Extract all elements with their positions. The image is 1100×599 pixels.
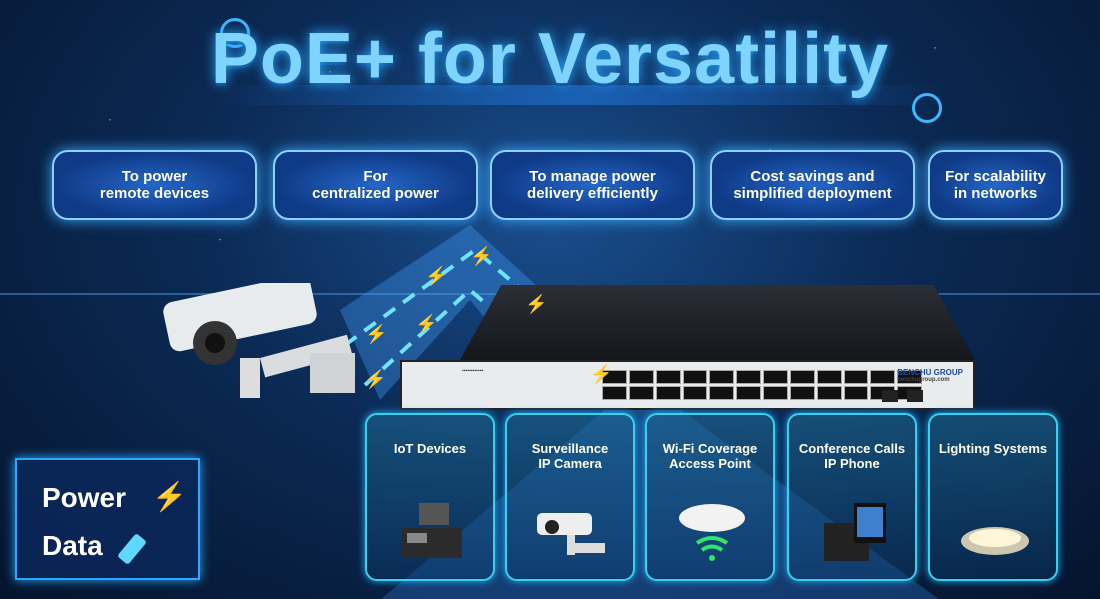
decor-ring <box>220 18 250 48</box>
benefit-line: in networks <box>953 185 1038 202</box>
application-card-iot: IoT Devices <box>365 413 495 581</box>
brand-website: benchugroup.com <box>897 377 950 383</box>
camera-icon <box>537 513 605 555</box>
benefit-line: To power <box>121 168 188 185</box>
surveillance-camera-image <box>163 283 355 398</box>
benefit-line: simplified deployment <box>733 185 892 202</box>
benefit-line: For <box>363 168 388 185</box>
benefit-line: To manage power <box>529 168 656 185</box>
legend-data-label: Data <box>42 530 103 561</box>
switch-leds: ▪▪▪▪▪▪▪▪▪▪▪▪ <box>462 368 484 374</box>
application-card-camera: Surveillance IP Camera <box>505 413 635 581</box>
data-line <box>343 247 612 367</box>
legend: Power ⚡ Data <box>15 458 200 580</box>
legend-power-label: Power <box>42 482 127 513</box>
switch-top <box>460 285 975 360</box>
decor-ring <box>912 93 942 123</box>
ip-phone-icon <box>824 503 886 561</box>
card-label: IP Camera <box>538 456 602 471</box>
page-title: PoE+ for Versatility <box>210 19 890 99</box>
application-card-access-point: Wi-Fi Coverage Access Point <box>645 413 775 581</box>
data-dash-icon <box>116 533 148 565</box>
pos-terminal-icon <box>402 503 462 558</box>
benefit-line: For scalability <box>945 168 1046 185</box>
benefit-line: delivery efficiently <box>527 185 658 202</box>
card-label: Wi-Fi Coverage <box>662 441 758 456</box>
card-label: Access Point <box>669 456 751 471</box>
sfp-port <box>907 390 923 402</box>
bolt-icon: ⚡ <box>152 481 187 512</box>
brand-name: BENCHU GROUP <box>897 368 963 377</box>
application-card-lighting: Lighting Systems <box>928 413 1058 581</box>
benefit-line: Cost savings and <box>750 168 875 185</box>
sfp-port <box>882 390 898 402</box>
switch-ports <box>602 370 922 400</box>
card-label: Conference Calls <box>798 441 906 456</box>
access-point-icon <box>679 504 745 561</box>
card-label: IP Phone <box>824 456 880 471</box>
application-card-ip-phone: Conference Calls IP Phone <box>787 413 917 581</box>
card-label: Surveillance <box>531 441 609 456</box>
ceiling-light-icon <box>961 527 1029 555</box>
benefit-line: centralized power <box>312 185 439 202</box>
card-label: IoT Devices <box>393 441 467 456</box>
card-label: Lighting Systems <box>938 441 1048 456</box>
benefit-line: remote devices <box>99 185 210 202</box>
title-underline <box>215 85 945 105</box>
